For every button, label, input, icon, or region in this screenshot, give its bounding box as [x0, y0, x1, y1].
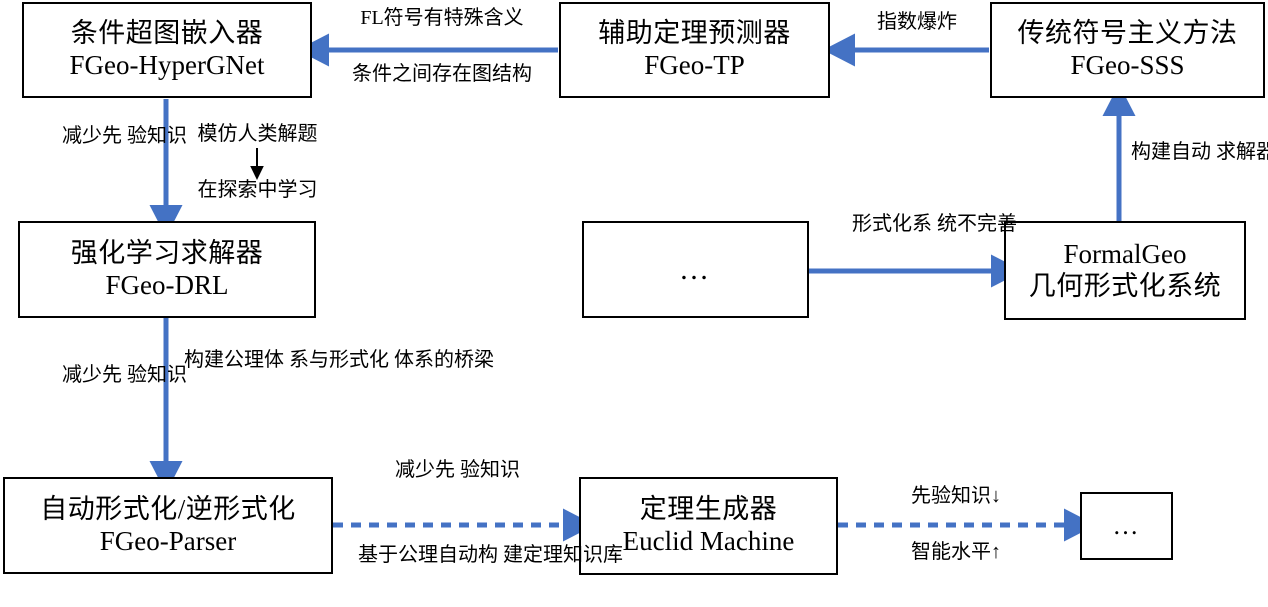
node-formalgeo-cn: 几何形式化系统	[1028, 270, 1222, 301]
edge-label-drl-to-parser-right-line2: 系与形式化	[289, 349, 389, 371]
node-sss-cn: 传统符号主义方法	[1017, 18, 1238, 49]
edge-label-drl-to-parser-right: 构建公理体 系与形式化 体系的桥梁	[184, 348, 494, 374]
edge-label-euclid-to-ellipsis-bottom-text: 智能水平↑	[911, 541, 1001, 563]
node-fgeo-sss[interactable]: 传统符号主义方法 FGeo-SSS	[990, 2, 1265, 98]
edge-label-sss-to-tp: 指数爆炸	[852, 10, 982, 36]
edge-label-hypergnet-to-drl-right-top: 模仿人类解题	[185, 122, 330, 148]
edge-label-formalgeo-to-sss-line2: 求解器	[1216, 141, 1268, 163]
node-euclid-cn: 定理生成器	[639, 494, 778, 525]
node-ellipsis-end-label: …	[1112, 510, 1141, 540]
edge-label-formalgeo-to-sss-line1: 构建自动	[1131, 141, 1211, 163]
edge-label-parser-to-euclid-bottom-line2: 建定理知识库	[503, 544, 623, 566]
edge-label-euclid-to-ellipsis-top: 先验知识↓	[880, 484, 1032, 510]
edge-label-euclid-to-ellipsis-bottom: 智能水平↑	[880, 540, 1032, 566]
node-ellipsis-middle-label: …	[679, 252, 712, 286]
node-tp-en: FGeo-TP	[644, 50, 745, 80]
edge-label-ellipsis-to-formalgeo-line2: 统不完善	[937, 213, 1017, 235]
edge-label-parser-to-euclid-top-line1: 减少先	[395, 459, 455, 481]
node-parser-cn: 自动形式化/逆形式化	[40, 493, 296, 524]
node-parser-en: FGeo-Parser	[99, 525, 237, 556]
edge-label-drl-to-parser-right-line1: 构建公理体	[184, 349, 284, 371]
edge-label-drl-to-parser-left-line1: 减少先	[62, 364, 122, 386]
edge-label-drl-to-parser-left-line2: 验知识	[127, 364, 187, 386]
edge-label-tp-to-hypergnet-top: FL符号有特殊含义	[330, 6, 554, 32]
edge-label-hypergnet-to-drl-left-line2: 验知识	[127, 125, 187, 147]
node-euclid-machine[interactable]: 定理生成器 Euclid Machine	[579, 477, 838, 575]
edge-label-sss-to-tp-line1: 指数爆炸	[877, 11, 957, 33]
node-ellipsis-end[interactable]: …	[1080, 492, 1173, 560]
node-drl-cn: 强化学习求解器	[70, 237, 264, 268]
node-formalgeo-en: FormalGeo	[1063, 238, 1187, 269]
edge-label-euclid-to-ellipsis-top-text: 先验知识↓	[911, 485, 1001, 507]
edge-label-hypergnet-to-drl-left-line1: 减少先	[62, 125, 122, 147]
node-hypergnet-cn: 条件超图嵌入器	[70, 18, 264, 49]
edge-label-parser-to-euclid-bottom-line1: 基于公理自动构	[358, 544, 498, 566]
node-fgeo-tp[interactable]: 辅助定理预测器 FGeo-TP	[559, 2, 830, 98]
edge-label-drl-to-parser-left: 减少先 验知识	[62, 363, 187, 389]
edge-label-ellipsis-to-formalgeo: 形式化系 统不完善	[852, 212, 1017, 238]
edge-label-ellipsis-to-formalgeo-line1: 形式化系	[852, 213, 932, 235]
node-drl-en: FGeo-DRL	[105, 269, 229, 300]
node-tp-cn: 辅助定理预测器	[598, 18, 791, 49]
node-fgeo-parser[interactable]: 自动形式化/逆形式化 FGeo-Parser	[3, 477, 333, 574]
edge-label-hypergnet-to-drl-left: 减少先 验知识	[62, 124, 187, 150]
edge-label-parser-to-euclid-top-line2: 验知识	[460, 459, 520, 481]
node-hypergnet-en: FGeo-HyperGNet	[69, 50, 265, 80]
edge-label-parser-to-euclid-top: 减少先 验知识	[395, 458, 520, 484]
node-sss-en: FGeo-SSS	[1070, 50, 1185, 80]
edge-label-tp-to-hypergnet-bottom-text: 条件之间存在图结构	[352, 63, 532, 85]
edge-label-parser-to-euclid-bottom: 基于公理自动构 建定理知识库	[358, 543, 623, 569]
edge-label-drl-to-parser-right-line3: 体系的桥梁	[394, 349, 494, 371]
node-fgeo-drl[interactable]: 强化学习求解器 FGeo-DRL	[18, 221, 316, 318]
edge-label-hypergnet-to-drl-right-bottom: 在探索中学习	[185, 178, 330, 204]
edge-label-tp-to-hypergnet-top-text: FL符号有特殊含义	[360, 7, 524, 29]
edge-label-tp-to-hypergnet-bottom: 条件之间存在图结构	[330, 62, 554, 88]
node-ellipsis-middle[interactable]: …	[582, 221, 809, 318]
node-formalgeo[interactable]: FormalGeo 几何形式化系统	[1004, 221, 1246, 320]
edge-label-hypergnet-to-drl-right-line2: 在探索中学习	[197, 179, 318, 201]
node-fgeo-hypergnet[interactable]: 条件超图嵌入器 FGeo-HyperGNet	[22, 2, 312, 98]
edge-label-hypergnet-to-drl-right-line1: 模仿人类解题	[197, 123, 318, 145]
edge-label-formalgeo-to-sss: 构建自动 求解器	[1131, 140, 1268, 166]
node-euclid-en: Euclid Machine	[622, 526, 795, 556]
